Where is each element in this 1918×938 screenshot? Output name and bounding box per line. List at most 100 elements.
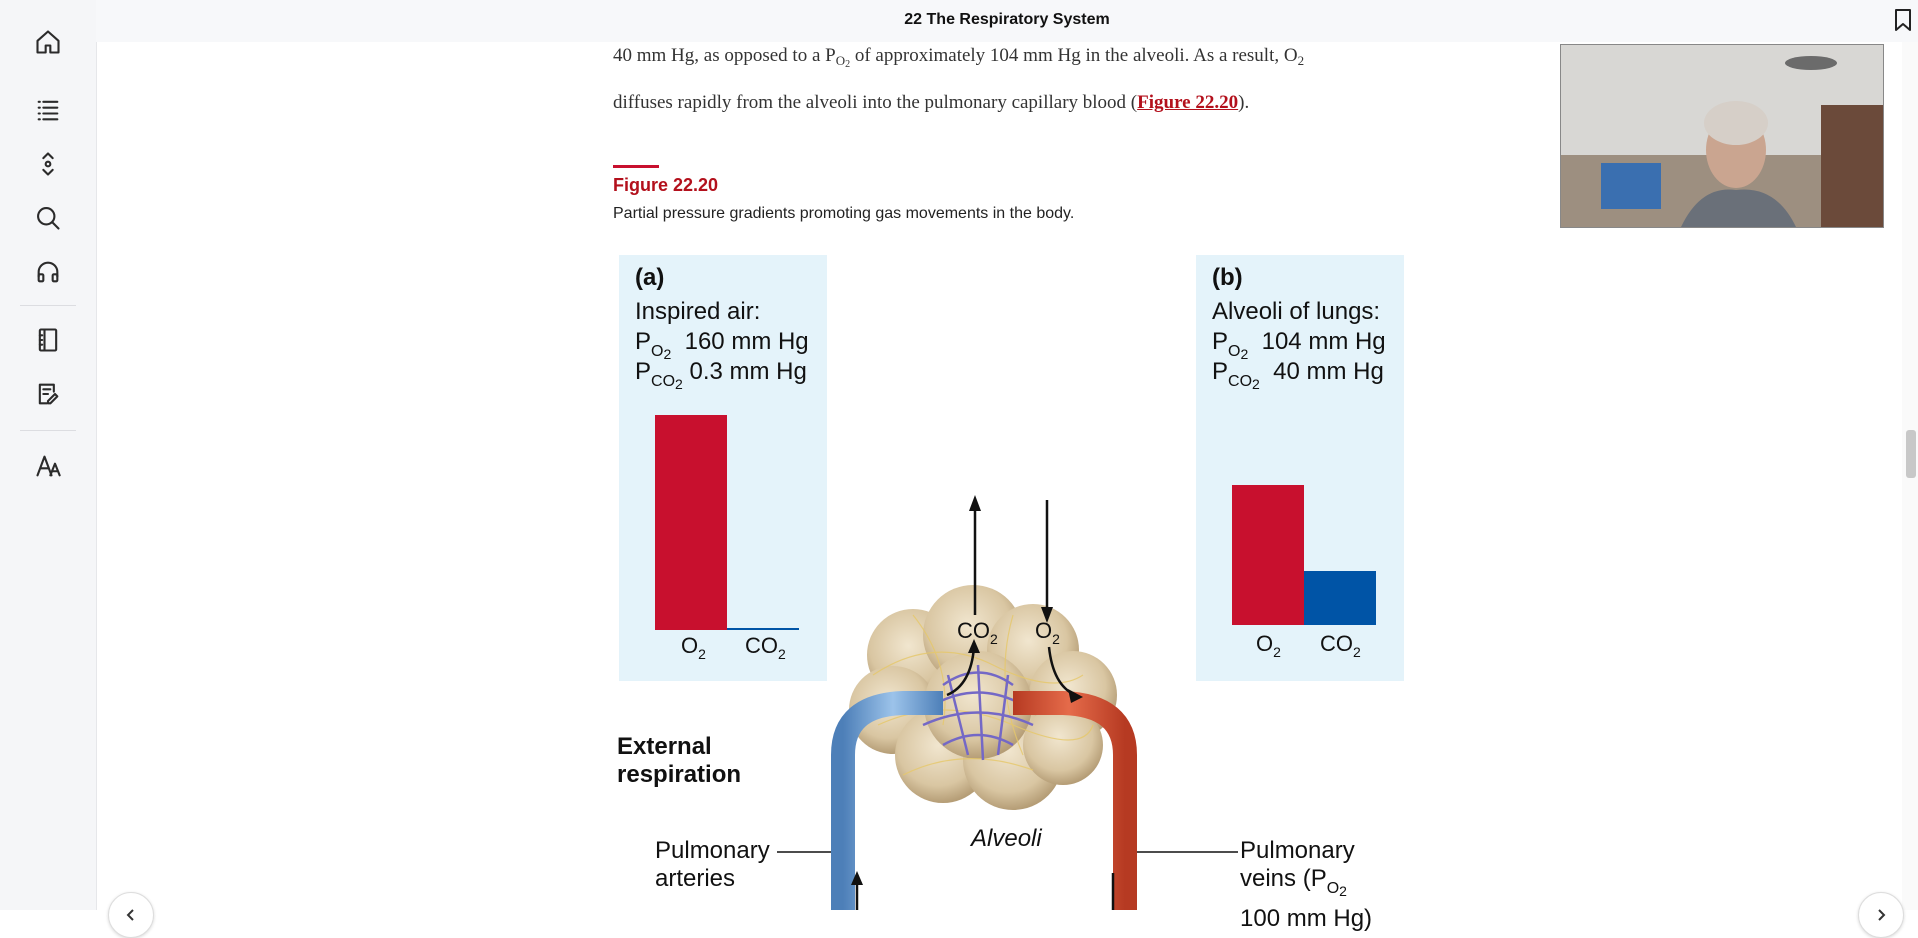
panel-b: (b) Alveoli of lungs: PO2 104 mm Hg PCO2… (1196, 255, 1404, 681)
pco2-line: PCO2 40 mm Hg (1212, 357, 1384, 399)
text: of approximately 104 mm Hg in the alveol… (850, 45, 1298, 66)
subscript: 2 (1353, 644, 1361, 660)
paragraph-line-2: diffuses rapidly from the alveoli into t… (613, 92, 1393, 114)
pco2-value: 0.3 mm Hg (689, 358, 807, 385)
figure-link[interactable]: Figure 22.20 (1137, 92, 1239, 113)
pulmonary-veins-label: Pulmonary veins (PO2 100 mm Hg) (1240, 837, 1372, 933)
notes-icon[interactable] (28, 374, 68, 414)
subscript: CO (1228, 373, 1253, 390)
pulmonary-artery (831, 691, 943, 910)
expand-collapse-icon[interactable] (28, 144, 68, 184)
figure-accent-rule (613, 165, 659, 168)
text: respiration (617, 761, 742, 788)
text: O (681, 633, 699, 658)
text: 40 mm Hg, as opposed to a P (613, 45, 836, 66)
panel-heading: Alveoli of lungs: (1212, 298, 1381, 325)
subscript: 2 (675, 376, 683, 392)
pulmonary-arteries-label: Pulmonary arteries (655, 837, 770, 893)
text: Pulmonary (655, 837, 770, 864)
external-respiration-label: External respiration (617, 733, 741, 789)
subscript: 2 (778, 646, 786, 662)
text: diffuses rapidly from the alveoli into t… (613, 92, 1138, 113)
text: P (635, 328, 652, 355)
paragraph-line-1: 40 mm Hg, as opposed to a PO2 of approxi… (613, 45, 1393, 70)
subscript: 2 (1273, 644, 1281, 660)
previous-page-button[interactable] (108, 892, 154, 938)
text: Pulmonary (1240, 837, 1355, 864)
subscript: 2 (1297, 53, 1305, 68)
text: External (617, 733, 712, 760)
subscript: 2 (1240, 346, 1249, 362)
subscript: CO (651, 373, 676, 390)
text: P (1212, 358, 1229, 385)
scrollbar-thumb[interactable] (1906, 430, 1916, 478)
rail-divider (20, 430, 76, 431)
text: O (1256, 631, 1274, 656)
text: CO (957, 618, 990, 643)
panel-heading: Inspired air: (635, 298, 761, 325)
pulmonary-vein (1013, 691, 1137, 910)
webcam-frame (1561, 45, 1883, 227)
panel-tag: (a) (635, 264, 665, 291)
subscript: 2 (1252, 376, 1260, 392)
subscript: 2 (698, 646, 706, 662)
alveoli-label: Alveoli (971, 825, 1042, 852)
bar-o2 (1232, 485, 1304, 625)
table-of-contents-icon[interactable] (28, 90, 68, 130)
arrow-up-head (969, 495, 981, 511)
po2-value: 104 mm Hg (1261, 328, 1386, 355)
subscript: 2 (663, 346, 672, 362)
arrow-down-head (1041, 607, 1053, 623)
text: O (1035, 618, 1053, 643)
left-toolbar (0, 0, 97, 910)
text: ). (1238, 92, 1250, 113)
text: 100 mm Hg) (1240, 905, 1373, 932)
rail-divider (20, 305, 76, 306)
home-icon[interactable] (28, 22, 68, 62)
arrow-down-head (1068, 689, 1083, 703)
pco2-line: PCO2 0.3 mm Hg (635, 357, 807, 399)
x-tick-co2: CO2 (745, 633, 786, 662)
bar-co2 (1304, 571, 1376, 625)
chevron-right-icon (1878, 909, 1886, 921)
co2-arrow-label: CO2 (957, 617, 998, 653)
webcam-video[interactable] (1560, 44, 1884, 228)
po2-line: PO2 160 mm Hg (635, 327, 809, 369)
text: veins (P (1240, 865, 1327, 892)
x-tick-o2: O2 (681, 633, 706, 662)
subscript: 2 (845, 59, 851, 70)
text: P (635, 358, 652, 385)
bar-co2 (727, 628, 799, 630)
top-bar: 22 The Respiratory System DP (96, 0, 1918, 42)
subscript: O (835, 53, 846, 68)
alveoli-illustration (777, 495, 1238, 910)
x-tick-o2: O2 (1256, 631, 1281, 660)
figure-label: Figure 22.20 (613, 175, 719, 195)
arrow-up-head (968, 639, 980, 653)
o2-arrow-label: O2 (1035, 617, 1060, 653)
x-tick-co2: CO2 (1320, 631, 1361, 660)
subscript: O (1326, 880, 1340, 897)
next-page-button[interactable] (1858, 892, 1904, 938)
subscript: 2 (1339, 883, 1347, 899)
text: P (1212, 328, 1229, 355)
subscript: O (651, 343, 664, 360)
figure-caption: Partial pressure gradients promoting gas… (613, 205, 1075, 222)
bar-o2 (655, 415, 727, 630)
figure-22-20: (a) Inspired air: PO2 160 mm Hg PCO2 0.3… (613, 255, 1413, 932)
font-size-icon[interactable] (28, 446, 68, 486)
text: CO (745, 633, 778, 658)
chevron-left-icon (126, 909, 134, 921)
audio-headphones-icon[interactable] (28, 252, 68, 292)
bookmark-icon[interactable] (1892, 8, 1916, 34)
po2-line: PO2 104 mm Hg (1212, 327, 1386, 369)
notebook-icon[interactable] (28, 320, 68, 360)
pco2-value: 40 mm Hg (1273, 358, 1384, 385)
page-title: 22 The Respiratory System (904, 11, 1110, 28)
search-icon[interactable] (28, 198, 68, 238)
panel-tag: (b) (1212, 264, 1243, 291)
text: CO (1320, 631, 1353, 656)
subscript: O (1228, 343, 1241, 360)
subscript: 2 (990, 631, 998, 647)
panel-a: (a) Inspired air: PO2 160 mm Hg PCO2 0.3… (619, 255, 827, 681)
